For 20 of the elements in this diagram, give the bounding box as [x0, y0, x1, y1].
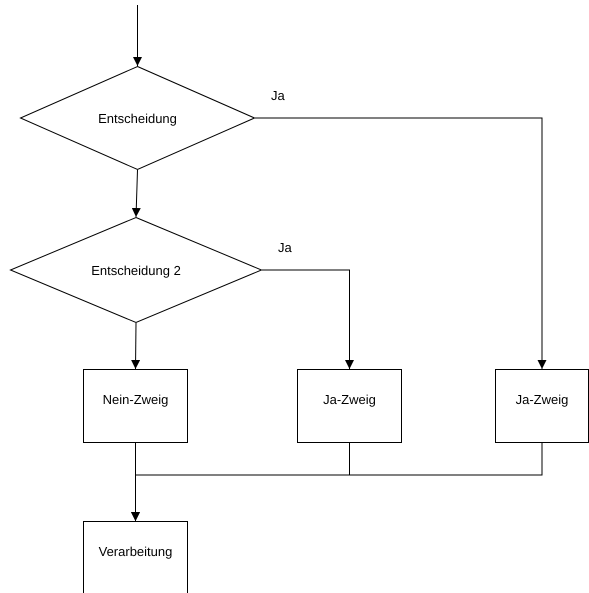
arrow	[133, 4, 142, 66]
node-label: Nein-Zweig	[102, 392, 168, 407]
node-label: Verarbeitung	[98, 544, 172, 559]
node-label: Entscheidung	[98, 110, 177, 126]
node-label: Ja-Zweig	[323, 392, 376, 407]
edge-label: Ja	[270, 88, 286, 103]
arrow	[254, 118, 546, 370]
arrow	[131, 322, 140, 370]
arrow	[262, 270, 354, 370]
process-box	[83, 521, 188, 593]
process-box	[297, 369, 402, 443]
decision-diamond	[20, 66, 255, 170]
node-label: Ja-Zweig	[516, 392, 568, 407]
process-box	[495, 369, 589, 443]
decision-diamond	[10, 217, 262, 323]
edge-label: Ja	[277, 240, 293, 255]
arrow	[131, 442, 542, 522]
arrow	[132, 170, 141, 218]
node-label: Entscheidung 2	[91, 262, 181, 278]
process-box	[83, 369, 188, 443]
